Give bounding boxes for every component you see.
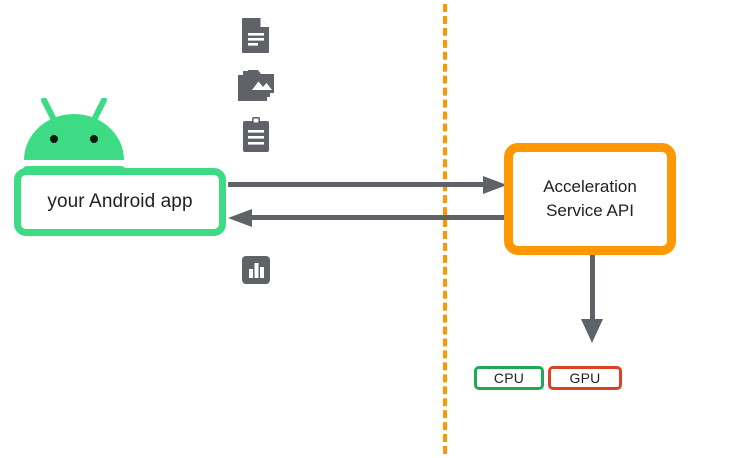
clipboard-icon xyxy=(232,110,280,160)
request-arrow xyxy=(228,176,508,194)
response-arrow-shaft xyxy=(250,215,508,220)
request-arrow-head xyxy=(483,176,507,194)
request-arrow-shaft xyxy=(228,182,486,187)
image-stack-icon xyxy=(232,60,280,110)
android-app-label: your Android app xyxy=(47,191,193,212)
delegate-arrow-head xyxy=(581,319,603,343)
document-icon xyxy=(232,10,280,60)
delegate-arrow-shaft xyxy=(590,255,595,323)
gpu-chip[interactable]: GPU xyxy=(548,366,622,390)
delegate-arrow xyxy=(581,255,603,343)
bar-chart-icon xyxy=(232,246,280,294)
gpu-chip-label: GPU xyxy=(569,370,601,386)
cpu-chip-label: CPU xyxy=(493,370,525,386)
acceleration-service-api-label-line1: Acceleration xyxy=(543,177,637,196)
acceleration-service-api-box[interactable]: Acceleration Service API xyxy=(504,143,676,255)
response-arrow-head xyxy=(228,209,252,227)
cpu-chip[interactable]: CPU xyxy=(474,366,544,390)
android-app-box[interactable]: your Android app xyxy=(14,168,226,236)
android-robot-logo xyxy=(18,98,130,176)
response-arrow xyxy=(228,209,508,227)
process-boundary-divider xyxy=(443,4,447,454)
data-icon-stack xyxy=(232,10,280,160)
acceleration-service-api-label-line2: Service API xyxy=(546,201,634,220)
